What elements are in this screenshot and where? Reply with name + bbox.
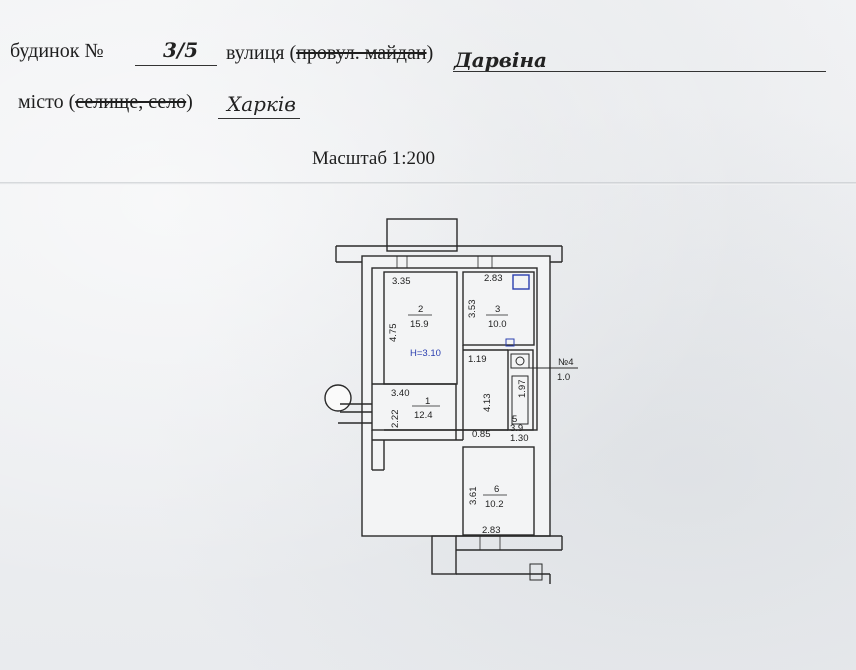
dim-3-53: 3.53 xyxy=(467,300,478,319)
room-3-area: 10.0 xyxy=(488,319,507,330)
dim-3-35: 3.35 xyxy=(392,276,411,287)
city-underline xyxy=(218,118,300,119)
street-label: вулиця (провул. майдан) xyxy=(226,42,434,64)
room-3-number: 3 xyxy=(495,304,500,315)
room-5-number: 5 xyxy=(512,414,517,425)
city-name: Харків xyxy=(227,92,296,116)
paper-fold xyxy=(0,182,856,185)
dim-4-13: 4.13 xyxy=(482,394,493,413)
corridor-label: №4 xyxy=(558,357,573,368)
room-1-area: 12.4 xyxy=(414,410,433,421)
dim-2-22: 2.22 xyxy=(390,410,401,429)
dim-0-85: 0.85 xyxy=(472,429,491,440)
scale-label: Масштаб 1:200 xyxy=(312,148,436,169)
house-number-underline xyxy=(135,65,217,66)
room-6-area: 10.2 xyxy=(485,499,504,510)
dim-1-97: 1.97 xyxy=(517,380,528,399)
dim-3-61: 3.61 xyxy=(468,487,479,506)
ceiling-height-note: H=3.10 xyxy=(410,348,441,359)
street-underline xyxy=(453,71,826,72)
dim-1-19: 1.19 xyxy=(468,354,487,365)
extra-area: 1.30 xyxy=(510,433,529,444)
dim-3-40: 3.40 xyxy=(391,388,410,399)
corridor-area: 1.0 xyxy=(557,372,570,383)
street-name: Дарвіна xyxy=(454,48,547,72)
house-label: будинок № xyxy=(10,40,104,62)
city-label: місто (селище, село) xyxy=(18,91,193,113)
dim-2-83-top: 2.83 xyxy=(484,273,503,284)
room-5-area: 3.9 xyxy=(510,423,523,434)
room-1-number: 1 xyxy=(425,396,430,407)
room-6-number: 6 xyxy=(494,484,499,495)
house-number: 3/5 xyxy=(163,38,199,62)
room-2-number: 2 xyxy=(418,304,423,315)
dim-2-83-bottom: 2.83 xyxy=(482,525,501,536)
room-2-area: 15.9 xyxy=(410,319,429,330)
dim-4-75: 4.75 xyxy=(388,324,399,343)
street-struck-options: провул. майдан xyxy=(296,42,427,64)
city-struck-options: селище, село xyxy=(75,91,187,113)
